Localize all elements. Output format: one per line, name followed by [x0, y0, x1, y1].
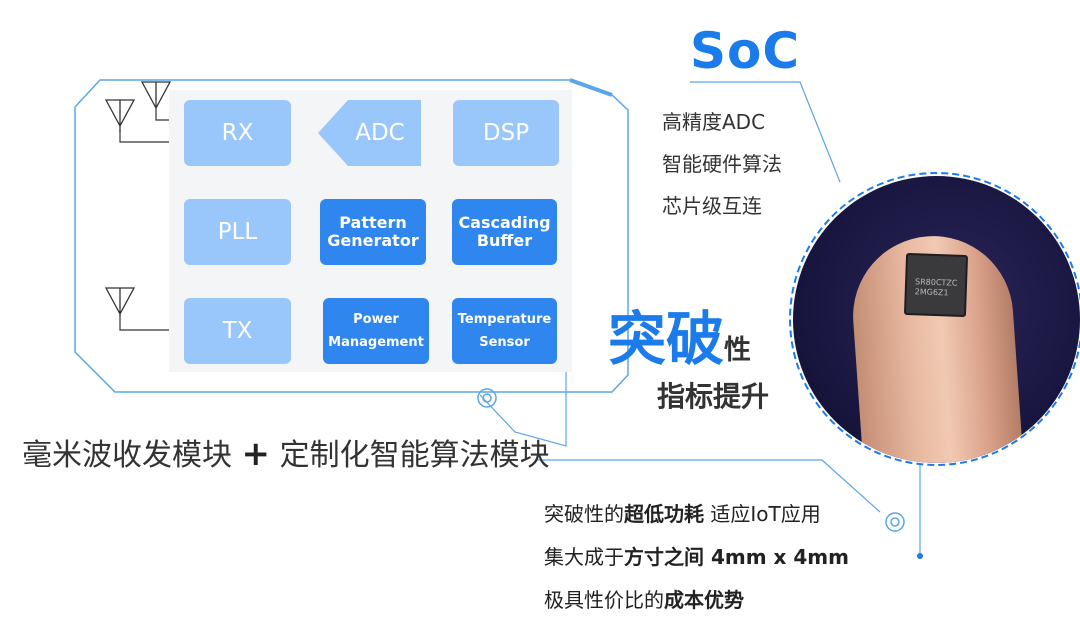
temperature-sensor-block: Temperature Sensor	[452, 298, 557, 364]
antenna-icon	[104, 99, 136, 132]
bullet-post: 适应IoT应用	[704, 502, 821, 526]
feature-item: 高精度ADC	[662, 110, 766, 134]
bullet-line: 极具性价比的成本优势	[544, 584, 744, 613]
module-caption: 毫米波收发模块 + 定制化智能算法模块	[22, 430, 550, 474]
dsp-block: DSP	[453, 100, 559, 166]
bullet-line: 突破性的超低功耗 适应IoT应用	[544, 498, 821, 527]
bullet-pre: 极具性价比的	[544, 588, 664, 612]
feature-item: 智能硬件算法	[662, 152, 782, 176]
adc-block-shape	[318, 100, 421, 166]
antenna-icon	[140, 81, 172, 110]
pll-block: PLL	[184, 199, 291, 265]
soc-connector	[690, 81, 841, 183]
pattern-generator-block: Pattern Generator	[320, 199, 426, 265]
plus-icon: +	[241, 434, 271, 474]
antenna-icon	[104, 287, 136, 316]
cascading-buffer-block: Cascading Buffer	[452, 199, 557, 265]
tx-block: TX	[184, 298, 291, 364]
headline-big: 突破	[608, 305, 725, 373]
soc-title: SoC	[690, 22, 801, 80]
caption-left: 毫米波收发模块	[22, 438, 232, 473]
headline-sub: 指标提升	[657, 380, 770, 413]
chip-photo: SR80CTZC 2MG6Z1	[793, 176, 1080, 463]
caption-right: 定制化智能算法模块	[279, 438, 550, 473]
chip-ring	[789, 172, 1080, 466]
bullet-bold: 超低功耗	[624, 502, 704, 526]
headline-small: 性	[724, 335, 752, 366]
bullet-pre: 集大成于	[544, 545, 624, 569]
caption-connector	[479, 368, 567, 447]
bullet-bold: 成本优势	[664, 588, 744, 612]
feature-item: 芯片级互连	[662, 194, 762, 218]
chip-marking-line: 2MG6Z1	[914, 286, 949, 298]
chip-marking: SR80CTZC 2MG6Z1	[915, 277, 958, 298]
bullet-bold: 方寸之间 4mm x 4mm	[624, 545, 849, 569]
adc-block: ADC	[355, 120, 405, 146]
soc-chip: SR80CTZC 2MG6Z1	[903, 252, 969, 318]
power-management-block: Power Management	[323, 298, 429, 364]
bullet-connector	[535, 459, 881, 513]
bullet-line: 集大成于方寸之间 4mm x 4mm	[544, 541, 849, 570]
bullet-pre: 突破性的	[544, 502, 624, 526]
headline: 突破性	[608, 292, 751, 376]
rx-block: RX	[184, 100, 291, 166]
